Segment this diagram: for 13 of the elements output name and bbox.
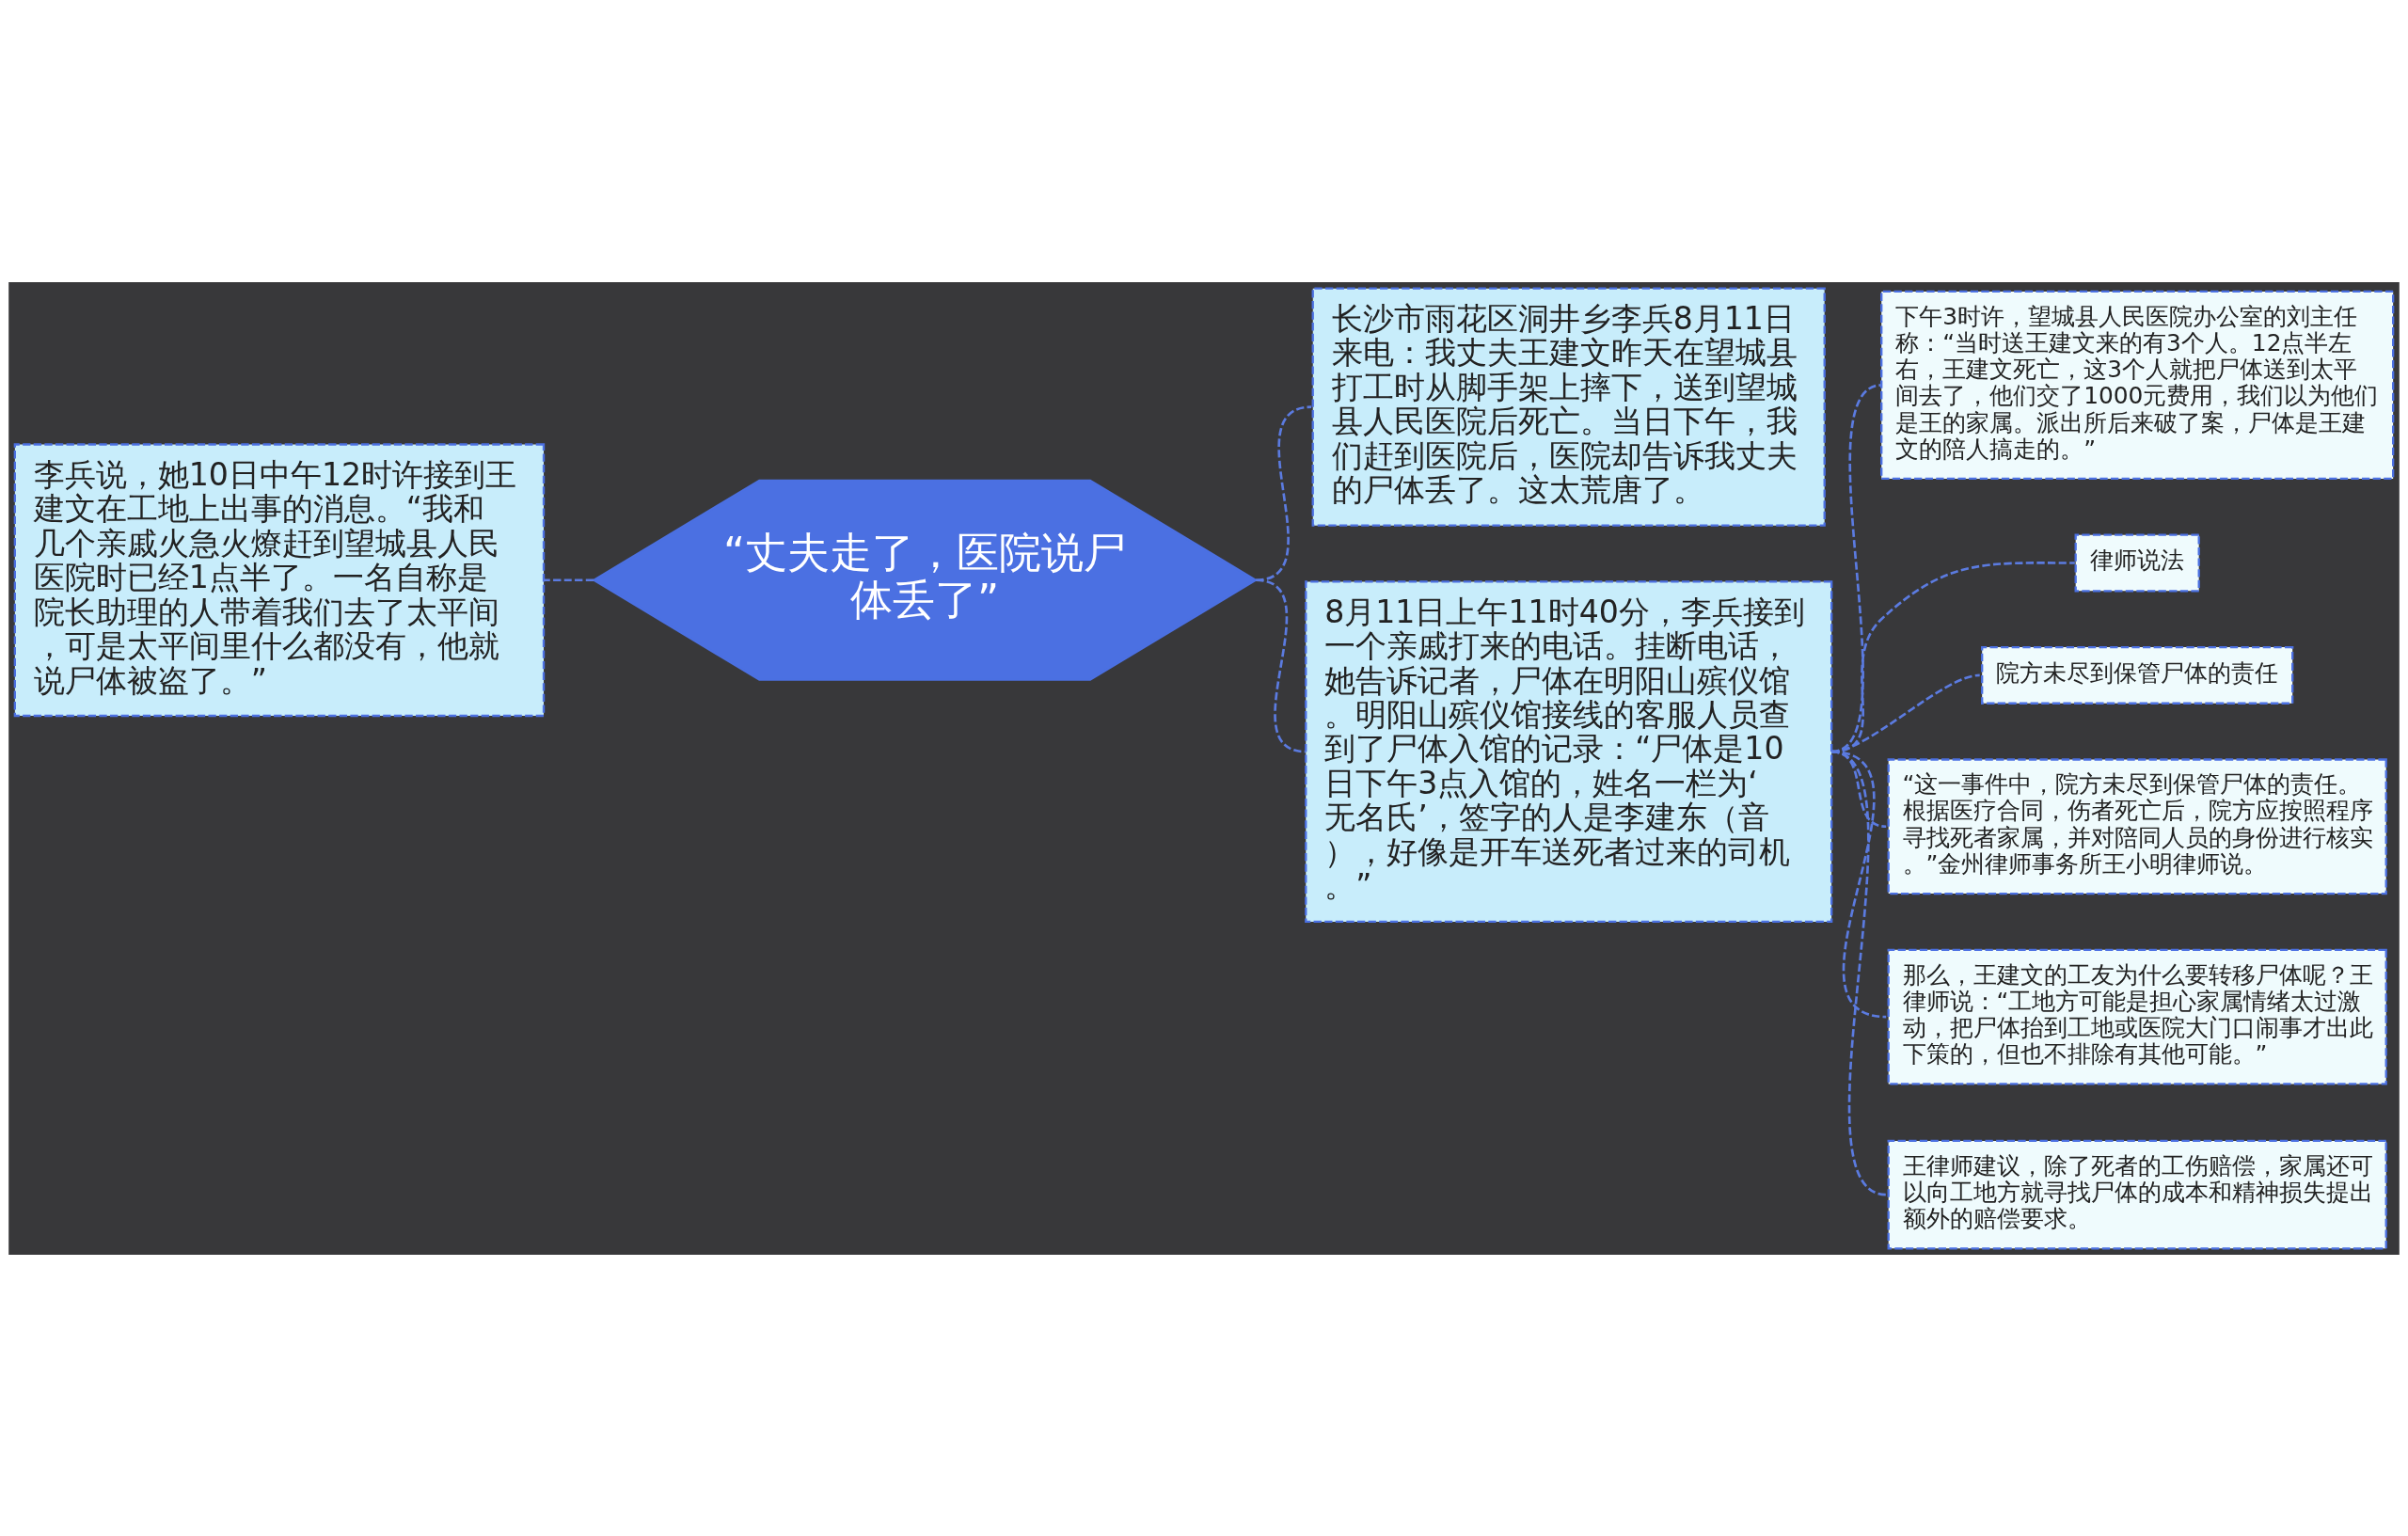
- node-box: 王律师建议，除了死者的工伤赔偿，家属还可以向工地方就寻找尸体的成本和精神损失提出额外的赔偿要求。: [1887, 1139, 2387, 1250]
- node-box: 律师说法: [2074, 533, 2200, 592]
- connector: [1830, 750, 1887, 1196]
- node-box: 李兵说，她10日中午12时许接到王建文在工地上出事的消息。“我和几个亲戚火急火燎赶到望城县人民医院时已经1点半了。一名自称是院长助理的人带着我们去了太平间，可是太平间里什么都没有，他就说尸体被盗了。”: [13, 442, 546, 717]
- node-box: “这一事件中，院方未尽到保管尸体的责任。根据医疗合同，伤者死亡后，院方应按照程序寻找死者家属，并对陪同人员的身份进行核实。”金州律师事务所王小明律师说。: [1887, 757, 2387, 895]
- node-box: 那么，王建文的工友为什么要转移尸体呢？王律师说：“工地方可能是担心家属情绪太过激动，把尸体抬到工地或医院大门口闹事才出此下策的，但也不排除有其他可能。”: [1887, 948, 2387, 1085]
- node-box: 长沙市雨花区洞井乡李兵8月11日来电：我丈夫王建文昨天在望城县打工时从脚手架上摔下，送到望城县人民医院后死亡。当日下午，我们赶到医院后，医院却告诉我丈夫的尸体丢了。这太荒唐了。: [1311, 286, 1826, 527]
- connector: [544, 578, 594, 581]
- node-box: 下午3时许，望城县人民医院办公室的刘主任称：“当时送王建文来的有3个人。12点半左右，王建文死亡，这3个人就把尸体送到太平间去了，他们交了1000元费用，我们以为他们是王的家属。派出所后来破了案，尸体是王建文的陪人搞走的。”: [1880, 290, 2395, 480]
- connector: [1255, 578, 1307, 752]
- connector: [1255, 404, 1312, 581]
- node-box: 8月11日上午11时40分，李兵接到一个亲戚打来的电话。挂断电话，她告诉记者，尸体在明阳山殡仪馆。明阳山殡仪馆接线的客服人员查到了尸体入馆的记录：“尸体是10日下午3点入馆的，姓名一栏为‘无名氏’，签字的人是李建东（音），好像是开车送死者过来的司机。”: [1305, 579, 1833, 923]
- node-box: 院方未尽到保管尸体的责任: [1981, 645, 2294, 705]
